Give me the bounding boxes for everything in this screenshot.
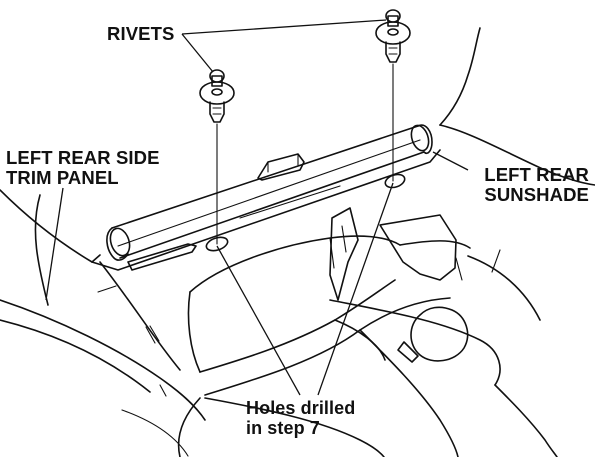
rivets-label: RIVETS: [107, 24, 174, 44]
holes-label-line-2: in step 7: [246, 418, 320, 438]
seat-back: [187, 207, 471, 396]
rivet-left: [199, 69, 235, 123]
holes-label: Holes drilled in step 7: [246, 398, 355, 438]
sunshade-roller: [91, 124, 441, 271]
c-pillar: [439, 27, 595, 321]
trim-panel-label: LEFT REAR SIDE TRIM PANEL: [6, 148, 160, 188]
alignment-lines: [216, 63, 394, 245]
rivets-label-text: RIVETS: [107, 23, 175, 44]
trim-panel-body: [0, 189, 206, 457]
sunshade-label-line-2: SUNSHADE: [484, 184, 589, 205]
sunshade-label: LEFT REAR SUNSHADE: [484, 165, 589, 205]
rivet-right: [375, 9, 411, 63]
sunshade-label-line-1: LEFT REAR: [484, 164, 589, 185]
trim-panel-label-line-1: LEFT REAR SIDE: [6, 147, 160, 168]
trim-panel-label-line-2: TRIM PANEL: [6, 167, 119, 188]
holes-label-line-1: Holes drilled: [246, 398, 356, 418]
seat-cushion: [177, 299, 558, 457]
leader-lines: [45, 19, 469, 396]
